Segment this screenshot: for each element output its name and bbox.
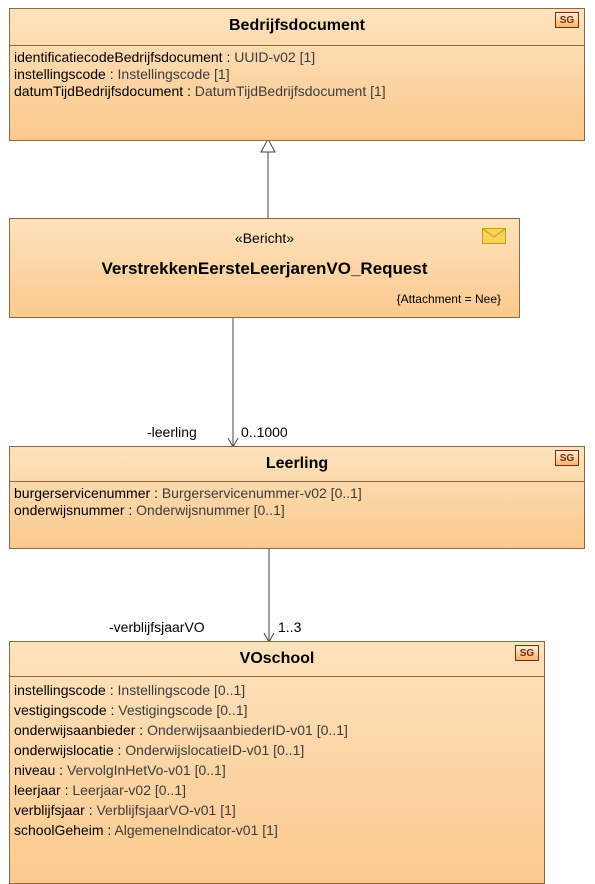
sg-badge-icon: SG xyxy=(555,12,579,28)
role-label-leerling: -leerling xyxy=(147,424,197,440)
attribute-row: verblijfsjaar : VerblijfsjaarVO-v01 [1] xyxy=(14,802,236,818)
attribute-row: instellingscode : Instellingscode [0..1] xyxy=(14,682,246,698)
class-bedrijfsdocument[interactable]: Bedrijfsdocument SG identificatiecodeBed… xyxy=(9,8,585,141)
class-header: Bedrijfsdocument SG xyxy=(10,9,584,46)
attribute-row: datumTijdBedrijfsdocument : DatumTijdBed… xyxy=(14,83,386,99)
attribute-list: identificatiecodeBedrijfsdocument : UUID… xyxy=(10,46,584,103)
attribute-row: onderwijslocatie : OnderwijslocatieID-v0… xyxy=(14,742,305,758)
tagged-value: {Attachment = Nee} xyxy=(396,292,501,306)
attribute-row: instellingscode : Instellingscode [1] xyxy=(14,66,230,82)
class-title: VerstrekkenEersteLeerjarenVO_Request xyxy=(101,259,428,278)
attribute-row: schoolGeheim : AlgemeneIndicator-v01 [1] xyxy=(14,822,278,838)
attribute-row: leerjaar : Leerjaar-v02 [0..1] xyxy=(14,782,186,798)
multiplicity-label-leerling: 0..1000 xyxy=(241,424,288,440)
multiplicity-label-verblijfsjaar: 1..3 xyxy=(278,619,302,635)
class-request[interactable]: «Bericht» VerstrekkenEersteLeerjarenVO_R… xyxy=(9,218,520,318)
attribute-list: burgerservicenummer : Burgerservicenumme… xyxy=(10,482,584,522)
class-title: Leerling xyxy=(265,455,329,472)
envelope-icon xyxy=(482,228,506,244)
sg-badge-icon: SG xyxy=(555,450,579,466)
class-header: Leerling SG xyxy=(10,447,584,482)
class-header: VOschool SG xyxy=(10,642,544,677)
attribute-row: onderwijsaanbieder : OnderwijsaanbiederI… xyxy=(14,722,348,738)
class-title: VOschool xyxy=(239,650,315,667)
attribute-row: burgerservicenummer : Burgerservicenumme… xyxy=(14,485,362,501)
attribute-row: vestigingscode : Vestigingscode [0..1] xyxy=(14,702,248,718)
attribute-list: instellingscode : Instellingscode [0..1]… xyxy=(10,677,544,843)
class-leerling[interactable]: Leerling SG burgerservicenummer : Burger… xyxy=(9,446,585,549)
attribute-row: identificatiecodeBedrijfsdocument : UUID… xyxy=(14,49,316,65)
class-voschool[interactable]: VOschool SG instellingscode : Instelling… xyxy=(9,641,545,884)
class-title: Bedrijfsdocument xyxy=(228,17,365,34)
attribute-row: niveau : VervolgInHetVo-v01 [0..1] xyxy=(14,762,226,778)
generalization-arrowhead xyxy=(260,137,276,153)
stereotype-label: «Bericht» xyxy=(234,230,295,246)
sg-badge-icon: SG xyxy=(515,645,539,661)
role-label-verblijfsjaar: -verblijfsjaarVO xyxy=(109,619,205,635)
attribute-row: onderwijsnummer : Onderwijsnummer [0..1] xyxy=(14,502,285,518)
